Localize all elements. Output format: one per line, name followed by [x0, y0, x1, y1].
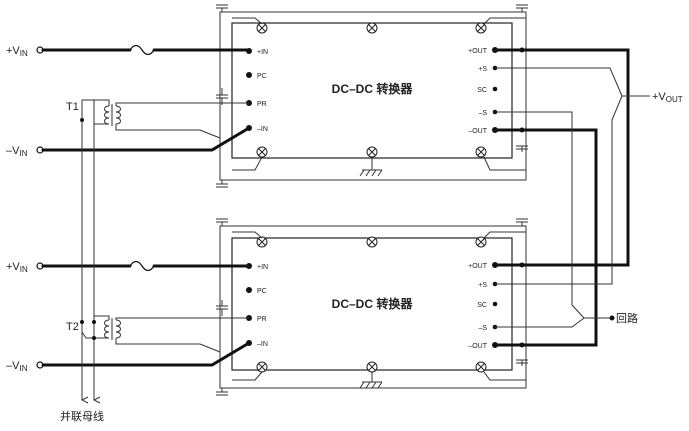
junction-dot — [609, 315, 615, 321]
sense-neg-wire-2 — [495, 317, 585, 328]
pin-label: PC — [257, 288, 267, 295]
pin-label: +S — [478, 282, 487, 289]
vin-neg-label-2: –VIN — [6, 360, 28, 373]
input-pins-1: +IN PC PR –IN — [246, 48, 268, 133]
chassis-frame-2 — [219, 225, 527, 389]
input-pins-2: +IN PC PR –IN — [246, 263, 268, 348]
sense-neg-wire-1 — [495, 111, 585, 319]
vin-pos-label-1: +VIN — [6, 45, 28, 58]
pin-label: PC — [257, 73, 267, 80]
output-pins-1: +OUT +S SC –S –OUT — [468, 47, 498, 135]
transformer-label-1: T1 — [66, 101, 79, 113]
vin-neg-label-1: –VIN — [6, 145, 28, 158]
pin-label: –S — [478, 325, 487, 332]
output-wiring: +VOUT 回路 — [493, 47, 683, 348]
frame-link-2 — [232, 231, 526, 381]
ground-icon — [359, 372, 383, 389]
pin-label: SC — [477, 87, 487, 94]
fuse-icon — [129, 44, 155, 56]
pin-label: PR — [257, 101, 267, 108]
sense-pos-wire-1 — [495, 67, 623, 97]
pin-label: +IN — [257, 264, 268, 271]
converter-1: DC–DC 转换器 +IN — [6, 4, 528, 188]
vout-label: +VOUT — [652, 91, 683, 104]
capacitor-icon — [216, 218, 528, 396]
capacitor-icon — [216, 4, 528, 188]
pin-label: +IN — [257, 49, 268, 56]
converter-title-2: DC–DC 转换器 — [332, 296, 414, 311]
pin-label: PR — [257, 316, 267, 323]
pin-label: –IN — [257, 341, 268, 348]
vin-neg-wire-2 — [41, 341, 251, 367]
transformer-icon — [81, 99, 249, 139]
chassis-frame-1 — [219, 11, 527, 181]
parallel-bus-label: 并联母线 — [60, 409, 104, 423]
output-pins-2: +OUT +S SC –S –OUT — [468, 262, 498, 350]
pin-label: +OUT — [468, 263, 488, 270]
converter-title-1: DC–DC 转换器 — [332, 81, 414, 96]
frame-link-1 — [232, 17, 526, 171]
fuse-icon — [129, 260, 155, 272]
pin-label: SC — [477, 302, 487, 309]
pin-label: –OUT — [468, 343, 487, 350]
pin-label: +S — [478, 66, 487, 73]
pin-label: –S — [478, 110, 487, 117]
pin-label: +OUT — [468, 48, 488, 55]
return-label: 回路 — [616, 312, 638, 325]
vin-pos-label-2: +VIN — [6, 261, 28, 274]
vout-pos-wire — [493, 48, 630, 267]
parallel-bus: 并联母线 — [60, 100, 104, 423]
sense-pos-wire-2 — [495, 95, 623, 285]
ground-icon — [359, 158, 383, 177]
pin-label: –OUT — [468, 128, 487, 135]
mounting-screw-icon — [256, 22, 487, 158]
vout-neg-wire — [493, 128, 598, 347]
transformer-label-2: T2 — [66, 321, 79, 333]
converter-2: DC–DC 转换器 +IN PC PR –I — [6, 218, 528, 396]
vin-neg-wire-1 — [41, 126, 251, 152]
pin-label: –IN — [257, 126, 268, 133]
transformer-icon — [81, 315, 249, 353]
